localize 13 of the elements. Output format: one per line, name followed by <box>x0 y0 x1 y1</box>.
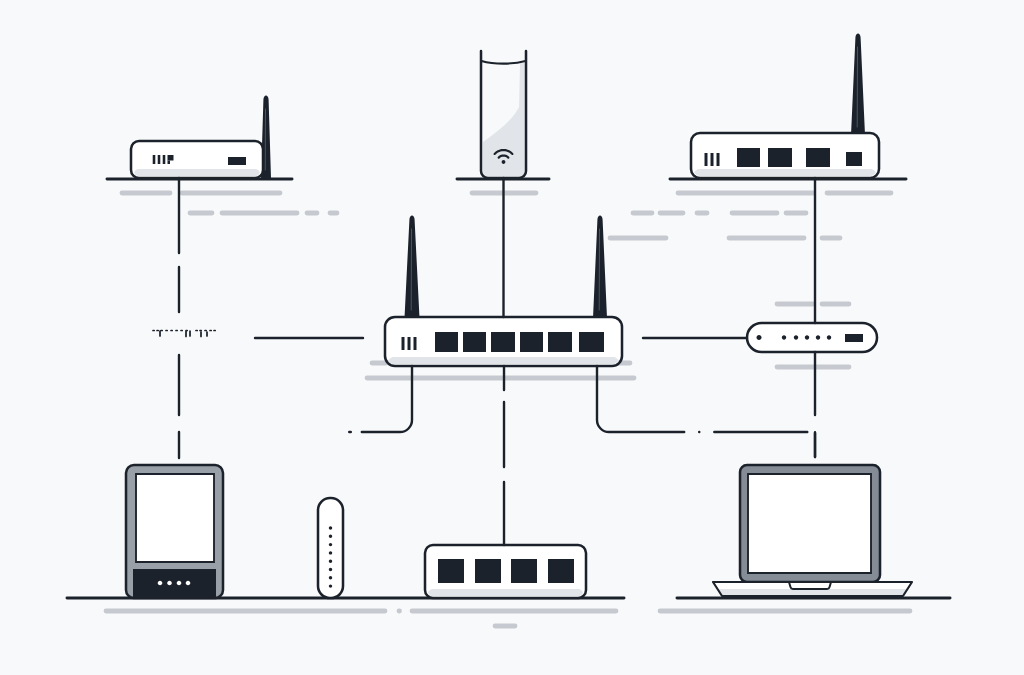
connector-line <box>813 350 817 459</box>
wireless-router <box>129 95 271 180</box>
connector-line <box>641 336 749 340</box>
laptop <box>711 463 914 598</box>
connector-line <box>253 336 365 340</box>
connector-line <box>502 364 506 547</box>
connector-line <box>177 176 181 460</box>
connector-line <box>347 364 414 434</box>
tower-unit <box>316 496 345 600</box>
connector-line <box>813 176 817 325</box>
network-switch <box>423 543 588 600</box>
modem <box>745 321 879 354</box>
tablet <box>124 463 225 600</box>
